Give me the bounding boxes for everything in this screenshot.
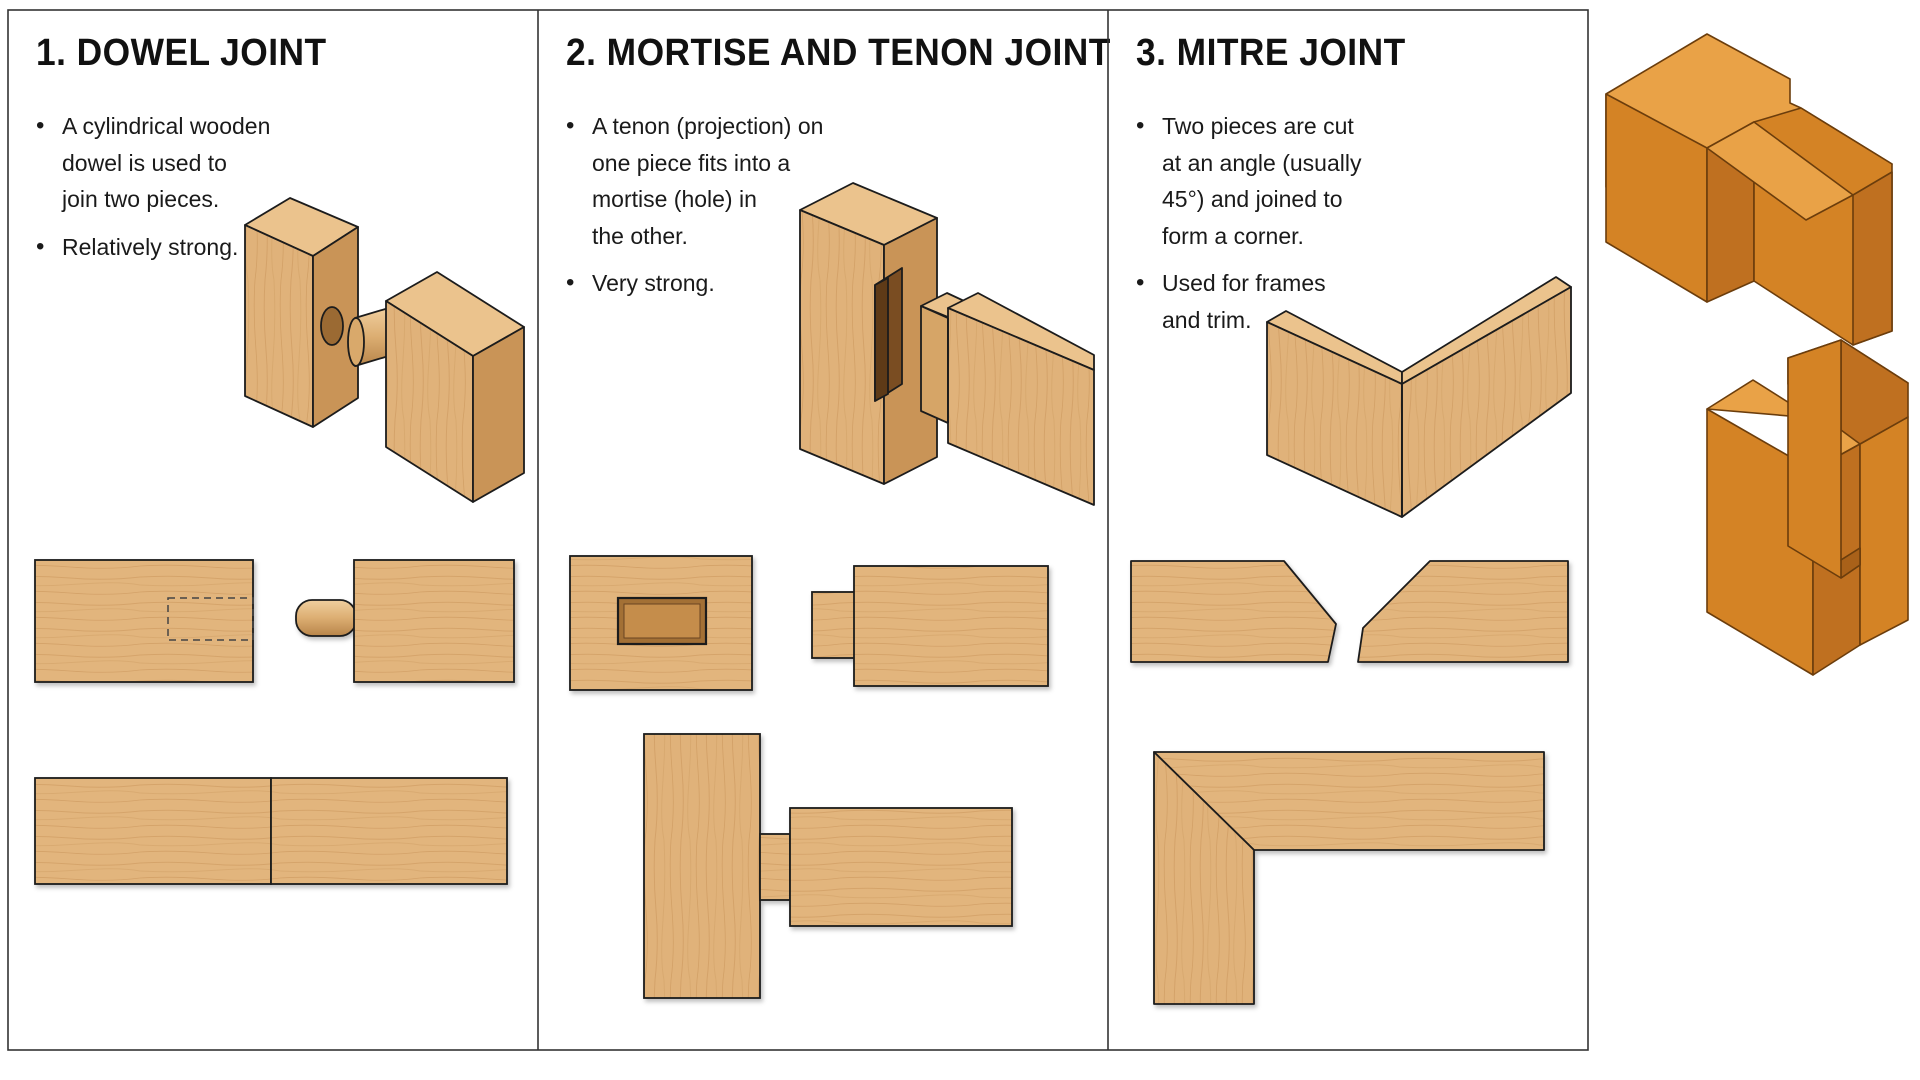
mitre-exploded-flat-view (1130, 560, 1569, 663)
mitre-bullet-1: Two pieces are cut at an angle (usually … (1136, 108, 1361, 254)
dowel-assembled-flat-view (34, 777, 508, 885)
mortise-bullets: A tenon (projection) on one piece fits i… (566, 108, 823, 313)
orange-lap-block-top (1605, 33, 1893, 346)
mortise-bullet-1: A tenon (projection) on one piece fits i… (566, 108, 823, 254)
panel-mortise-tenon-joint: 2. MORTISE AND TENON JOINT A tenon (proj… (538, 0, 1111, 1080)
mitre-bullets: Two pieces are cut at an angle (usually … (1136, 108, 1361, 349)
dowel-exploded-flat-view (34, 559, 515, 683)
mitre-bullet-2: Used for frames and trim. (1136, 265, 1361, 338)
dowel-bullets: A cylindrical wooden dowel is used to jo… (36, 108, 270, 276)
mortise-bullet-2: Very strong. (566, 265, 823, 302)
panel-dowel-joint: 1. DOWEL JOINT A cylindrical wooden dowe… (8, 0, 538, 1080)
panel-mitre-joint: 3. MITRE JOINT Two pieces are cut at an … (1108, 0, 1588, 1080)
dowel-bullet-2: Relatively strong. (36, 229, 270, 266)
mitre-assembled-flat-view (1153, 751, 1545, 1005)
orange-slot-block-bottom (1706, 339, 1909, 676)
mortise-tenon-exploded-flat-view (569, 555, 1049, 691)
mortise-tenon-isometric-illustration (799, 182, 1095, 506)
panel-title-mortise-tenon: 2. MORTISE AND TENON JOINT (566, 32, 1111, 74)
mortise-tenon-assembled-flat-view (643, 733, 1013, 999)
dowel-bullet-1: A cylindrical wooden dowel is used to jo… (36, 108, 270, 218)
dowel-isometric-illustration (244, 197, 525, 503)
mitre-isometric-illustration (1266, 276, 1572, 518)
panel-title-mitre: 3. MITRE JOINT (1136, 32, 1406, 74)
panel-frame (7, 9, 1589, 1051)
panel-title-dowel: 1. DOWEL JOINT (36, 32, 327, 74)
